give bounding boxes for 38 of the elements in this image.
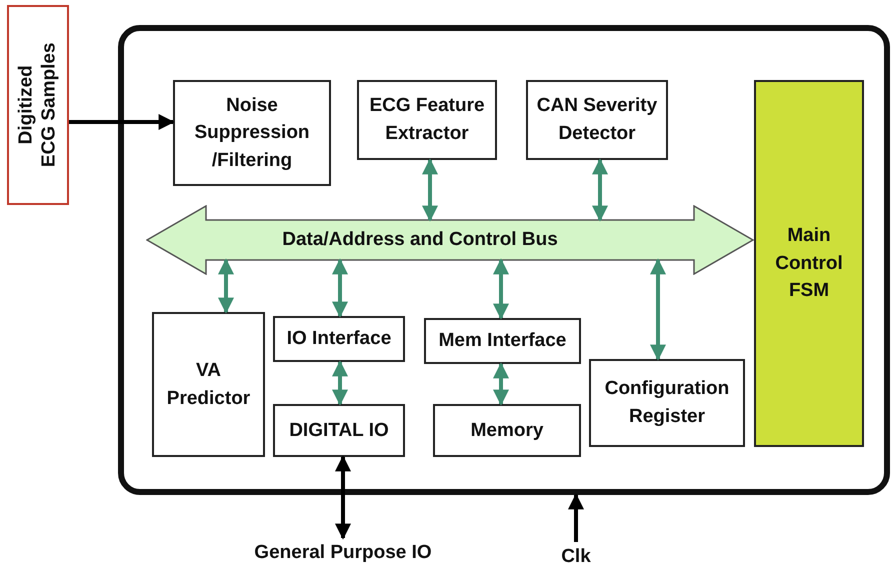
arrow — [568, 493, 584, 542]
data-bus-band — [146, 205, 754, 275]
chip-outline — [118, 25, 890, 495]
arrow — [592, 158, 608, 222]
arrow — [332, 258, 348, 318]
arrow — [218, 258, 234, 314]
input-box — [7, 5, 69, 205]
block-box — [173, 80, 331, 186]
block-box — [152, 312, 265, 457]
arrow — [332, 360, 348, 406]
block-box — [273, 404, 405, 457]
block-label: Mem Interface — [438, 329, 566, 354]
arrow — [493, 258, 509, 320]
block-label: VA Predictor — [166, 358, 252, 410]
controller-box — [754, 80, 864, 447]
block-label: Main Control FSM — [774, 224, 844, 304]
signal-label: Clk — [561, 545, 591, 570]
block-box — [526, 80, 668, 160]
arrow — [69, 114, 175, 130]
arrow — [650, 258, 666, 361]
block-box — [357, 80, 497, 160]
arrow — [335, 455, 351, 540]
block-label: Data/Address and Control Bus — [282, 228, 558, 252]
signal-label: General Purpose IO — [254, 541, 432, 566]
block-box — [589, 359, 745, 447]
block-label: Memory — [470, 418, 544, 443]
block-box — [424, 318, 581, 364]
block-label: DIGITAL IO — [289, 418, 389, 443]
block-label: Noise Suppression /Filtering — [193, 94, 311, 173]
block-label: ECG Feature Extractor — [368, 94, 486, 146]
block-label: Digitized ECG Samples — [15, 42, 60, 168]
block-label: CAN Severity Detector — [536, 94, 658, 146]
block-label: Configuration Register — [604, 377, 730, 429]
block-label: IO Interface — [286, 327, 392, 352]
block-box — [433, 404, 581, 457]
block-box — [273, 316, 405, 362]
arrow — [422, 158, 438, 222]
arrow — [493, 362, 509, 406]
